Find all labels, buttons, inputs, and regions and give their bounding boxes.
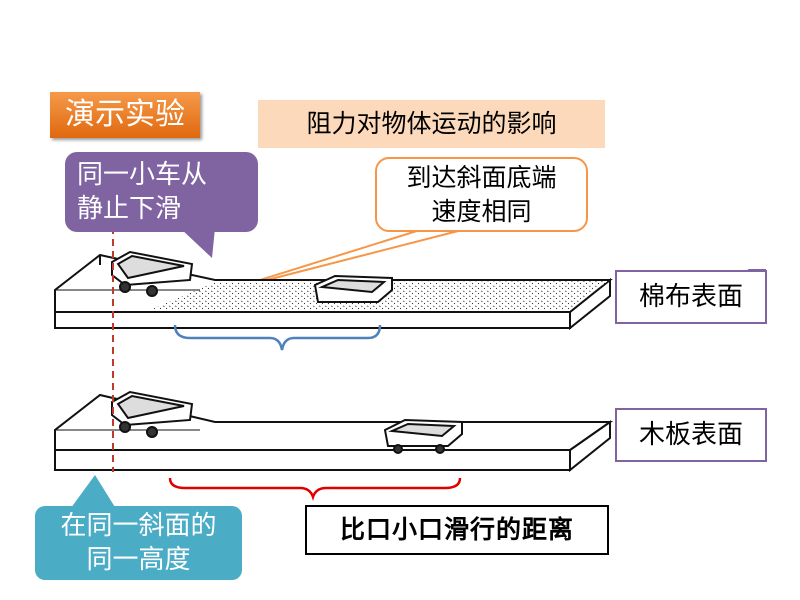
cart-top-end bbox=[313, 274, 393, 303]
cart-bottom-start bbox=[111, 390, 194, 438]
callout-line: 到达斜面底端 bbox=[406, 163, 557, 192]
wood-track bbox=[54, 393, 614, 473]
same-height-callout: 在同一斜面的 同一高度 bbox=[35, 506, 242, 580]
slide-title: 阻力对物体运动的影响 bbox=[258, 100, 605, 148]
demo-experiment-label: 演示实验 bbox=[50, 92, 200, 138]
teal-callout-tail bbox=[68, 475, 118, 512]
callout-line: 速度相同 bbox=[431, 197, 532, 226]
wood-surface-label: 木板表面 bbox=[615, 408, 767, 462]
blue-brace bbox=[173, 324, 382, 351]
callout-line: 静止下滑 bbox=[77, 194, 182, 224]
callout-line: 同一高度 bbox=[86, 545, 191, 575]
compare-distance-label: 比口小口滑行的距离 bbox=[305, 505, 609, 555]
cotton-surface-label: 棉布表面 bbox=[615, 270, 767, 324]
cart-bottom-end bbox=[383, 418, 463, 454]
red-brace bbox=[168, 477, 462, 501]
callout-line: 在同一斜面的 bbox=[60, 511, 217, 541]
purple-callout-tail bbox=[180, 228, 215, 258]
same-speed-callout: 到达斜面底端 速度相同 bbox=[375, 157, 588, 232]
same-cart-callout: 同一小车从 静止下滑 bbox=[65, 152, 258, 232]
cart-top-start bbox=[111, 250, 194, 297]
callout-line: 同一小车从 bbox=[77, 160, 208, 190]
